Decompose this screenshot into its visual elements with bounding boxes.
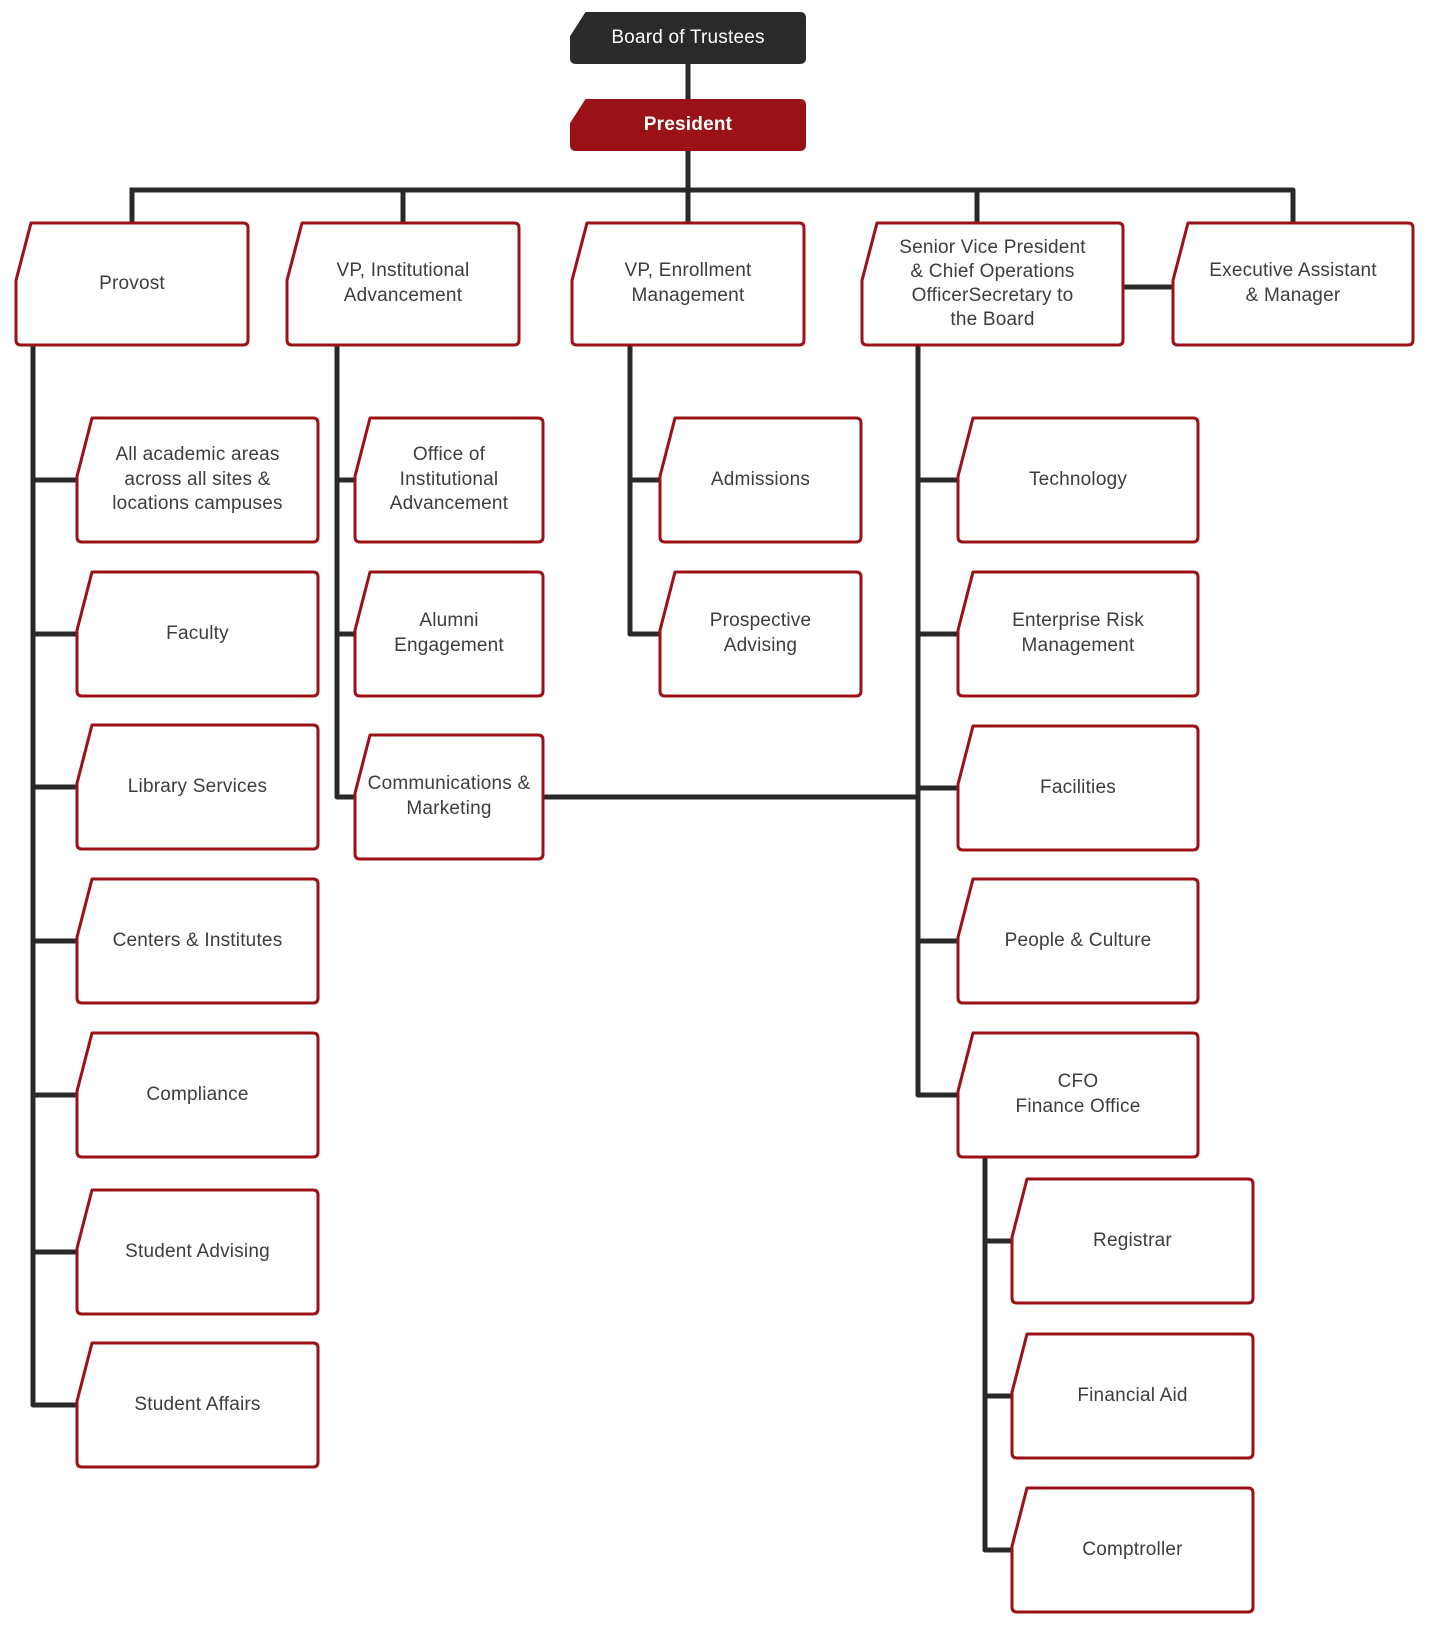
node-shape — [956, 416, 1200, 544]
node-prospective-advising: Prospective Advising — [658, 570, 863, 698]
node-financial-aid: Financial Aid — [1010, 1332, 1255, 1460]
node-executive-assistant-label: Executive Assistant & Manager — [1209, 260, 1377, 306]
node-shape — [353, 416, 545, 544]
node-shape — [75, 723, 320, 851]
node-shape — [1010, 1177, 1255, 1305]
node-compliance: Compliance — [75, 1031, 320, 1159]
node-technology-label: Technology — [1028, 468, 1128, 490]
node-student-advising-label: Student Advising — [125, 1240, 270, 1262]
node-shape — [1010, 1332, 1255, 1460]
node-shape — [75, 416, 320, 544]
node-comptroller: Comptroller — [1010, 1486, 1255, 1614]
node-shape — [956, 570, 1200, 698]
node-comptroller-label: Comptroller — [1082, 1538, 1183, 1560]
node-shape — [75, 877, 320, 1005]
node-people-culture: People & Culture — [956, 877, 1200, 1005]
node-enterprise-risk-label: Enterprise Risk Management — [1012, 610, 1144, 656]
node-shape — [658, 570, 863, 698]
node-financial-aid-label: Financial Aid — [1077, 1384, 1188, 1406]
node-vp-institutional-advancement-label: VP, Institutional Advancement — [336, 260, 470, 306]
node-centers-institutes-label: Centers & Institutes — [112, 929, 283, 951]
node-shape — [956, 1031, 1200, 1159]
node-president-label: President — [643, 113, 733, 135]
node-people-culture-label: People & Culture — [1004, 929, 1152, 951]
node-faculty: Faculty — [75, 570, 320, 698]
node-vp-enrollment-management: VP, Enrollment Management — [570, 221, 806, 347]
node-prospective-advising-label: Prospective Advising — [709, 610, 812, 656]
node-admissions-label: Admissions — [710, 468, 811, 490]
rail-top — [129, 187, 1296, 226]
node-facilities-label: Facilities — [1040, 776, 1116, 798]
node-student-affairs-label: Student Affairs — [134, 1393, 261, 1415]
node-alumni-engagement: Alumni Engagement — [353, 570, 545, 698]
node-shape — [570, 99, 806, 151]
node-shape — [658, 416, 863, 544]
node-provost: Provost — [14, 221, 250, 347]
node-library-services-label: Library Services — [127, 775, 268, 797]
node-student-advising: Student Advising — [75, 1188, 320, 1316]
node-communications-marketing-label: Communications & Marketing — [367, 773, 531, 819]
node-provost-label: Provost — [99, 272, 165, 294]
node-office-institutional-advancement-label: Office of Institutional Advancement — [389, 443, 509, 515]
node-admissions: Admissions — [658, 416, 863, 544]
node-board-of-trustees: Board of Trustees — [570, 12, 806, 64]
node-shape — [570, 221, 806, 347]
node-shape — [1010, 1486, 1255, 1614]
node-shape — [75, 1031, 320, 1159]
node-cfo-finance-label: CFO Finance Office — [1015, 1071, 1141, 1117]
trunk-vp-ia — [334, 342, 358, 800]
node-student-affairs: Student Affairs — [75, 1341, 320, 1469]
node-shape — [353, 570, 545, 698]
node-registrar-label: Registrar — [1093, 1229, 1172, 1251]
node-svp-coo-label: Senior Vice President & Chief Operations… — [899, 236, 1086, 331]
node-shape — [570, 12, 806, 64]
node-shape — [285, 221, 521, 347]
node-shape — [1171, 221, 1415, 347]
trunk-cfo — [982, 1154, 1015, 1553]
node-shape — [14, 221, 250, 347]
node-shape — [75, 1341, 320, 1469]
node-vp-institutional-advancement: VP, Institutional Advancement — [285, 221, 521, 347]
node-shape — [860, 221, 1125, 347]
node-president: President — [570, 99, 806, 151]
node-cfo-finance: CFO Finance Office — [956, 1031, 1200, 1159]
node-facilities: Facilities — [956, 724, 1200, 852]
node-alumni-engagement-label: Alumni Engagement — [394, 610, 504, 656]
node-office-institutional-advancement: Office of Institutional Advancement — [353, 416, 545, 544]
node-compliance-label: Compliance — [146, 1083, 249, 1105]
node-academic-areas-label: All academic areas across all sites & lo… — [112, 443, 283, 515]
node-faculty-label: Faculty — [166, 622, 229, 644]
node-communications-marketing: Communications & Marketing — [353, 733, 545, 861]
trunk-svp — [915, 342, 961, 1098]
node-enterprise-risk: Enterprise Risk Management — [956, 570, 1200, 698]
node-shape — [75, 570, 320, 698]
node-vp-enrollment-management-label: VP, Enrollment Management — [624, 260, 752, 306]
node-shape — [956, 877, 1200, 1005]
node-centers-institutes: Centers & Institutes — [75, 877, 320, 1005]
node-academic-areas: All academic areas across all sites & lo… — [75, 416, 320, 544]
node-board-of-trustees-label: Board of Trustees — [611, 26, 765, 48]
node-shape — [75, 1188, 320, 1316]
node-svp-coo: Senior Vice President & Chief Operations… — [860, 221, 1125, 347]
node-library-services: Library Services — [75, 723, 320, 851]
node-executive-assistant: Executive Assistant & Manager — [1171, 221, 1415, 347]
node-shape — [353, 733, 545, 861]
node-registrar: Registrar — [1010, 1177, 1255, 1305]
node-shape — [956, 724, 1200, 852]
node-technology: Technology — [956, 416, 1200, 544]
trunk-provost — [30, 342, 80, 1408]
trunk-vp-em — [627, 342, 663, 637]
